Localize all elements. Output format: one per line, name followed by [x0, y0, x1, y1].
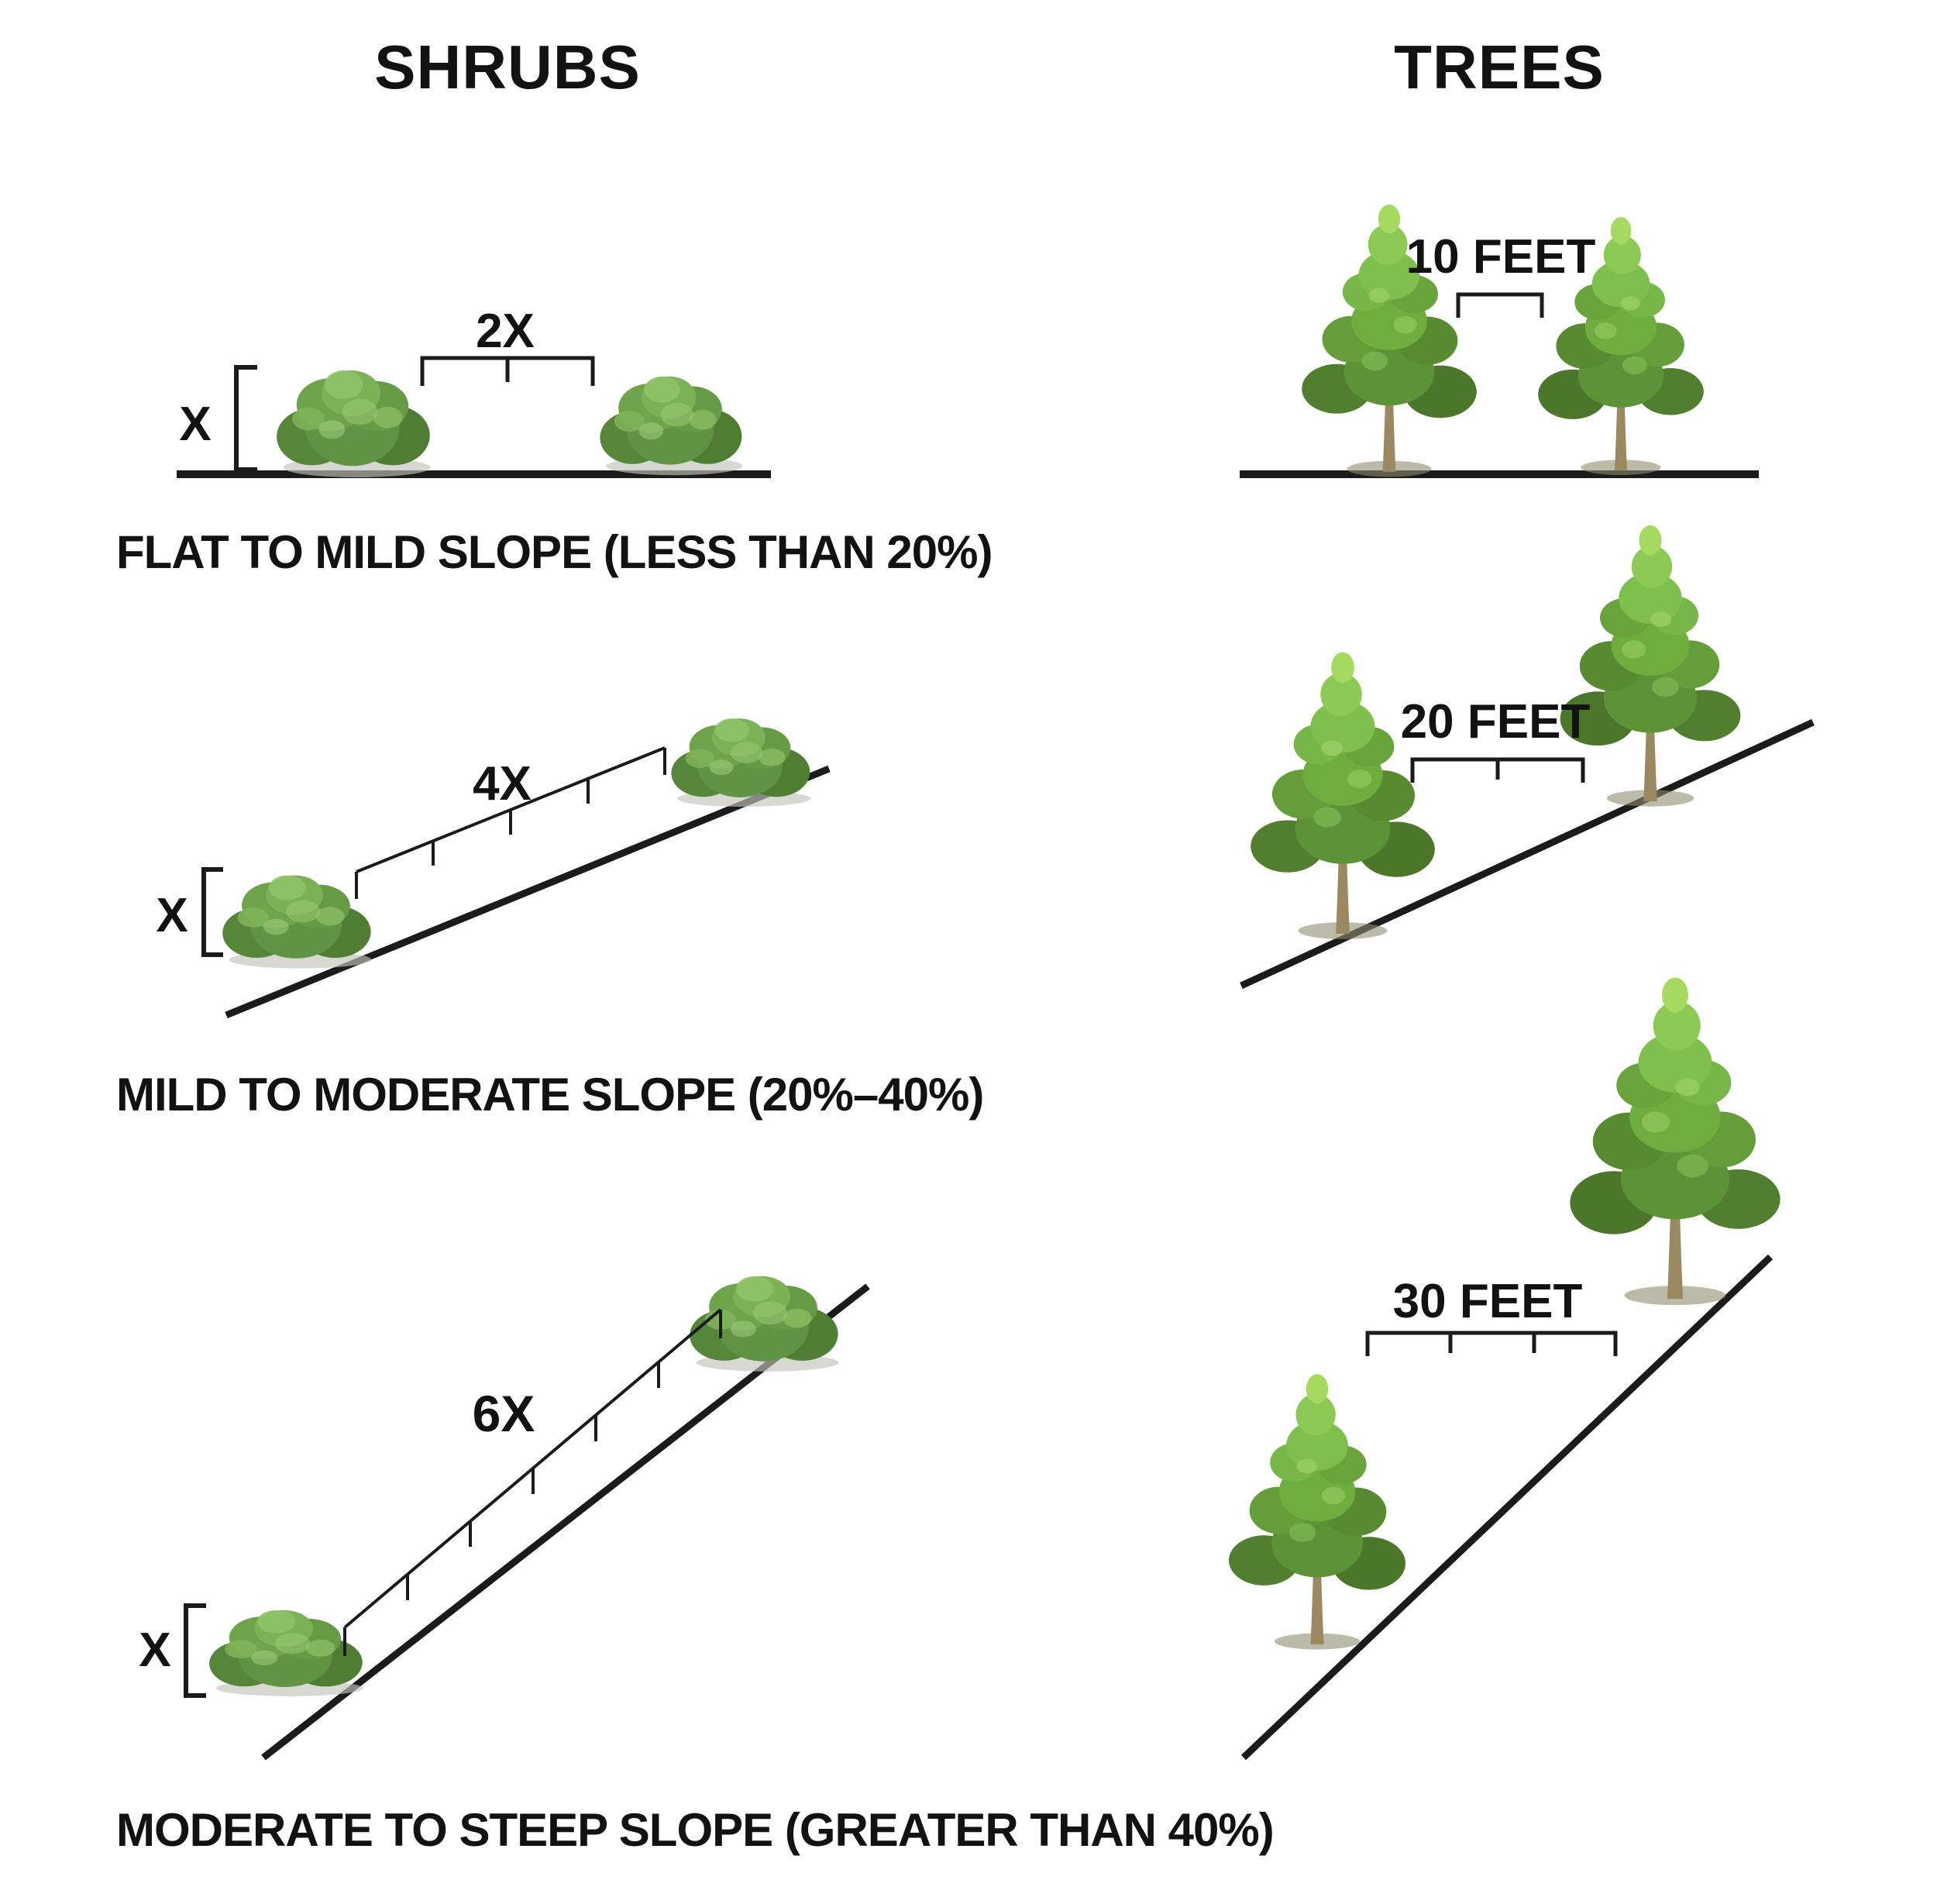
- shrub-illustration: [277, 370, 431, 478]
- spacing-bracket: [1456, 292, 1544, 318]
- panel-trees-mild-moderate: 20 FEET: [1240, 525, 1815, 990]
- tree-spacing-label: 10 FEET: [1406, 230, 1596, 284]
- shrub-spacing-label: 6X: [473, 1385, 535, 1442]
- slope-caption: FLAT TO MILD SLOPE (LESS THAN 20%): [116, 526, 993, 578]
- shrubs-column-title: SHRUBS: [374, 33, 641, 102]
- tree-illustration: [1570, 977, 1780, 1306]
- panel-shrubs-flat: X 2X FLAT TO MILD SLOPE (LESS THAN 20%): [116, 305, 993, 578]
- panel-shrubs-steep: X 6X MODERATE TO STEEP SLOPE (GREATER TH…: [116, 1276, 1275, 1856]
- slope-line: [225, 765, 831, 1019]
- shrub-height-label: X: [156, 889, 188, 942]
- height-bracket: [201, 867, 223, 957]
- panel-trees-flat: 10 FEET: [1240, 204, 1759, 478]
- tree-spacing-label: 20 FEET: [1401, 695, 1591, 749]
- shrub-illustration: [671, 718, 811, 807]
- spacing-bracket: [420, 356, 595, 386]
- tree-illustration: [1229, 1374, 1405, 1650]
- tree-spacing-label: 30 FEET: [1393, 1275, 1583, 1328]
- shrub-height-label: X: [139, 1623, 170, 1677]
- panel-shrubs-mild-moderate: X 4X MILD TO MODERATE SLOPE (20%–40%): [116, 718, 984, 1121]
- slope-line: [1240, 1254, 1774, 1761]
- shrub-illustration: [690, 1276, 839, 1372]
- shrub-illustration: [222, 875, 372, 969]
- slope-caption: MILD TO MODERATE SLOPE (20%–40%): [116, 1069, 983, 1121]
- spacing-ruler: [343, 1308, 722, 1656]
- height-bracket: [184, 1603, 206, 1698]
- trees-column-title: TREES: [1394, 33, 1605, 102]
- spacing-ruler: [355, 746, 666, 899]
- shrub-illustration: [600, 376, 743, 476]
- panel-trees-steep: 30 FEET: [1229, 977, 1780, 1761]
- height-bracket: [234, 365, 257, 472]
- shrub-spacing-label: 2X: [476, 305, 535, 358]
- shrub-spacing-label: 4X: [473, 757, 532, 811]
- slope-line: [1240, 718, 1815, 990]
- spacing-bracket: [1365, 1331, 1618, 1356]
- spacing-bracket: [1410, 757, 1585, 783]
- slope-caption: MODERATE TO STEEP SLOPE (GREATER THAN 40…: [116, 1804, 1274, 1856]
- shrub-illustration: [209, 1610, 363, 1696]
- shrub-height-label: X: [179, 398, 211, 451]
